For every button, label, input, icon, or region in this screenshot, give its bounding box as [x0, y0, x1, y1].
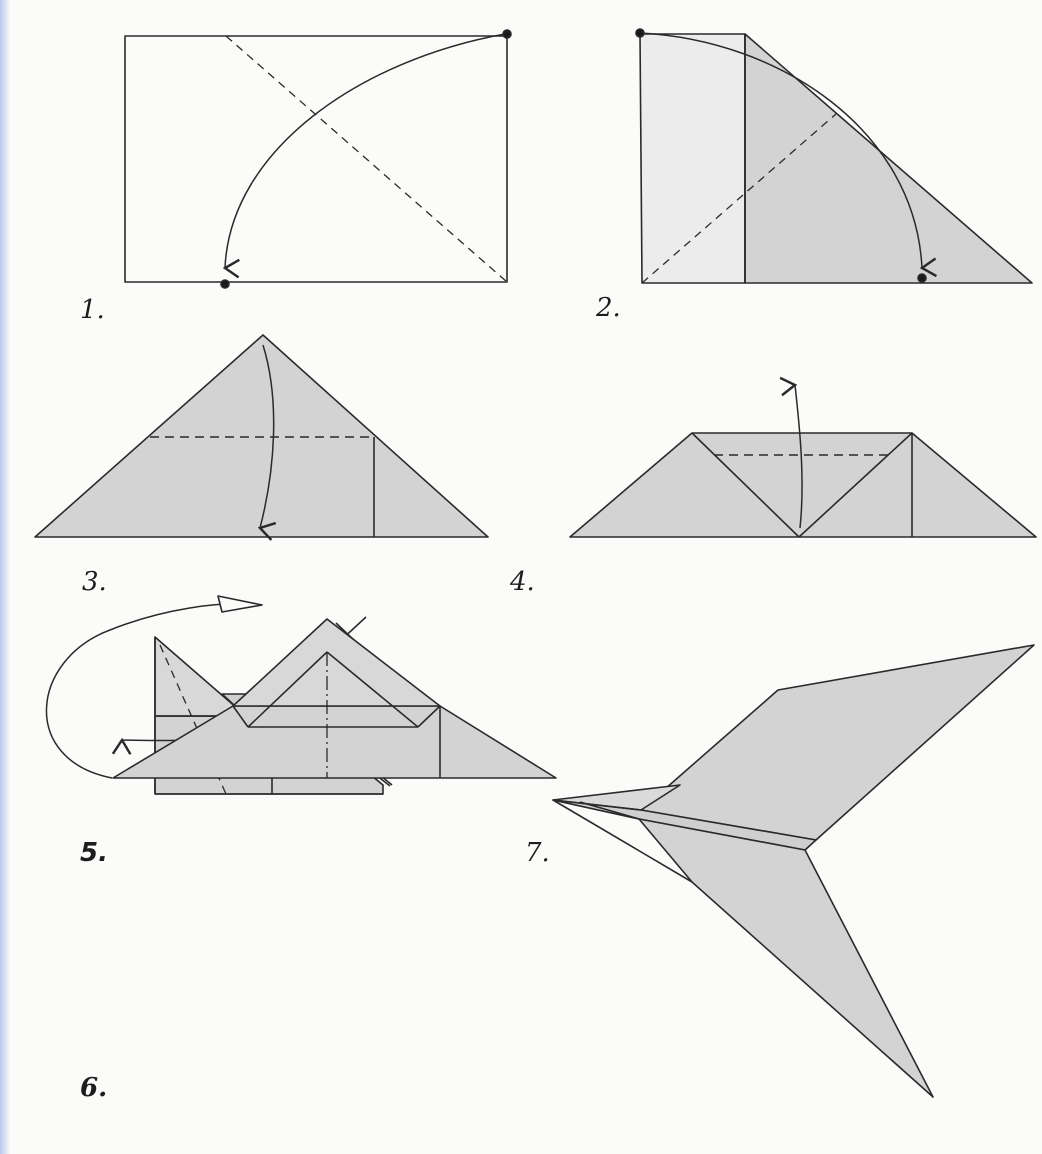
fold-arrow [222, 33, 506, 279]
step-1-label: 1. [80, 295, 105, 325]
step-3-diagram [34, 334, 489, 541]
paper-triangle [34, 334, 489, 538]
step-2-label: 2. [596, 293, 621, 323]
fold-line-diagonal [225, 35, 508, 283]
fold-arrow [779, 376, 803, 529]
left-wing [638, 818, 934, 1098]
fold-arrow [639, 32, 938, 278]
step-7-label: 7. [525, 838, 550, 868]
paper-folded-triangle [744, 33, 1033, 284]
step-6-diagram [45, 595, 557, 779]
corner-dot [635, 28, 645, 38]
target-dot [917, 273, 927, 283]
arrow-head [217, 595, 263, 613]
right-wing [640, 644, 1035, 841]
fold-arrow [257, 344, 277, 541]
step-2-diagram [635, 28, 1033, 284]
step-1-diagram [124, 29, 512, 289]
paper-light-panel [639, 33, 746, 284]
target-dot [220, 279, 230, 289]
step-3-label: 3. [82, 567, 107, 597]
paper-peak [232, 618, 441, 707]
fold-line-diagonal [641, 113, 837, 284]
step-7-diagram [552, 644, 1035, 1098]
step-4-diagram [569, 376, 1037, 538]
corner-dot [502, 29, 512, 39]
paper-trapezoid [569, 432, 1037, 538]
step-5-label: 5. [80, 838, 108, 868]
step-6-label: 6. [80, 1073, 108, 1103]
fold-arrow [45, 602, 263, 779]
step-4-label: 4. [510, 567, 535, 597]
paper-rectangle [124, 35, 508, 283]
